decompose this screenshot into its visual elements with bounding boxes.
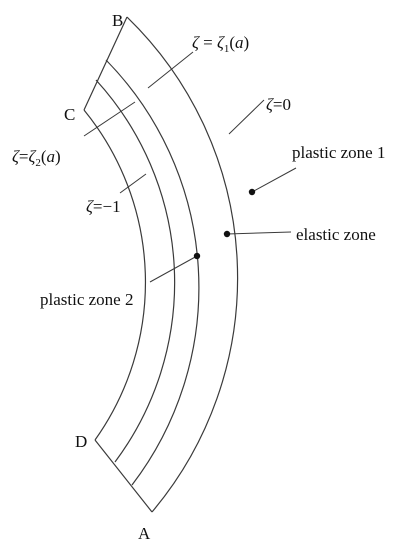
elastic-dot [223,230,231,238]
plastic-zone-1-label: plastic zone 1 [292,143,385,162]
point-label-b: B [112,11,123,30]
zeta1-boundary-arc [105,59,200,486]
plastic2-leader [149,255,198,283]
zeta2-boundary-label: ζ=ζ2(a) [12,147,61,169]
point-label-d: D [75,432,87,451]
bottom-end-cap [94,439,153,513]
zeta1-boundary-label: ζ = ζ1(a) [192,33,249,55]
plastic-zone-2-label: plastic zone 2 [40,290,133,309]
elastic-leader [226,231,292,235]
point-label-a: A [138,524,151,543]
outer-leader [228,99,265,135]
inner-boundary-arc [83,109,147,441]
inner-leader [119,173,147,194]
outer-boundary-label: ζ=0 [266,95,291,114]
zeta2-leader [83,101,136,137]
plastic1-dot [248,188,256,196]
elastic-zone-label: elastic zone [296,225,376,244]
inner-boundary-label: ζ=−1 [86,197,121,216]
zeta2-boundary-arc [95,79,176,463]
plastic1-leader [251,167,297,193]
plastic2-dot [193,252,201,260]
outer-boundary-arc [126,16,239,513]
point-label-c: C [64,105,75,124]
zeta1-leader [147,51,194,89]
top-end-cap [83,16,128,111]
